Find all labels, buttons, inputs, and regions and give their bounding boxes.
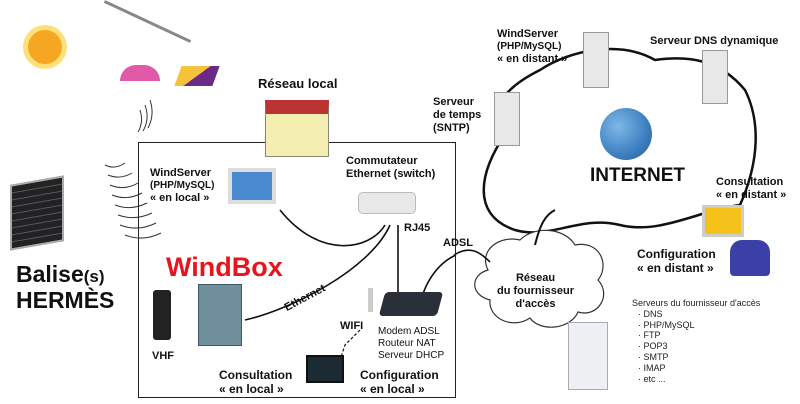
line: Consultation xyxy=(716,176,784,188)
line: « en local » xyxy=(150,192,210,205)
desktop-computer-icon xyxy=(702,205,744,237)
modem-label: Modem ADSL Routeur NAT Serveur DHCP xyxy=(378,326,444,362)
isp-cloud xyxy=(474,229,605,328)
wifi-label: WIFI xyxy=(340,320,364,332)
house-icon xyxy=(265,100,329,157)
windbox-device-icon xyxy=(198,284,242,346)
switch-icon xyxy=(358,192,416,214)
configuration-distant-label: Configuration « en distant » xyxy=(637,247,716,276)
line: Routeur NAT xyxy=(378,338,436,349)
laptop-local-server-icon xyxy=(228,168,276,204)
list-item: PHP/MySQL xyxy=(638,320,760,331)
wifi-antenna-icon xyxy=(368,288,373,312)
windbox-title: WindBox xyxy=(166,252,283,282)
line: WindServer xyxy=(150,167,212,179)
line: Serveur xyxy=(433,96,474,108)
laptop-local-icon xyxy=(306,355,344,383)
user-seated-icon xyxy=(730,240,770,276)
line: « en local » xyxy=(360,382,425,397)
line: Configuration xyxy=(360,368,439,382)
solar-panel-icon xyxy=(10,175,64,251)
line: de temps xyxy=(433,109,482,122)
list-item: etc ... xyxy=(638,374,760,385)
isp-server-icon xyxy=(568,322,608,390)
line: Serveur DHCP xyxy=(378,350,445,361)
configuration-local-label: Configuration « en local » xyxy=(360,368,439,397)
list-item: SMTP xyxy=(638,352,760,363)
windserver-local-label: WindServer (PHP/MySQL) « en local » xyxy=(150,167,214,205)
line: d'accès xyxy=(515,298,556,311)
paraglider-icon xyxy=(120,65,160,81)
switch-label: Commutateur Ethernet (switch) xyxy=(346,155,435,181)
line: du fournisseur xyxy=(497,285,575,298)
list-item: IMAP xyxy=(638,363,760,374)
internet-label: INTERNET xyxy=(590,165,685,186)
line: Consultation xyxy=(219,368,293,382)
balise-line2: HERMÈS xyxy=(16,286,115,313)
line: Ethernet (switch) xyxy=(346,168,436,181)
line: « en distant » xyxy=(637,261,714,276)
list-item: POP3 xyxy=(638,341,760,352)
line: WindServer xyxy=(497,28,559,40)
isp-servers-list: Serveurs du fournisseur d'accès DNS PHP/… xyxy=(632,298,760,384)
globe-icon xyxy=(600,108,652,160)
server-windserver-distant-icon xyxy=(583,32,609,88)
sntp-label: Serveur de temps (SNTP) xyxy=(433,96,481,136)
list-item: FTP xyxy=(638,330,760,341)
balise-suffix: (s) xyxy=(83,267,105,286)
server-sntp-icon xyxy=(494,92,520,146)
line: « en local » xyxy=(219,382,284,397)
line: Réseau xyxy=(515,272,556,284)
sun-icon xyxy=(28,30,62,64)
windserver-distant-label: WindServer (PHP/MySQL) « en distant » xyxy=(497,28,567,66)
rj45-label: RJ45 xyxy=(404,222,431,234)
line: (PHP/MySQL) xyxy=(497,41,562,53)
line: (PHP/MySQL) xyxy=(150,180,215,192)
balise-label: Balise(s)HERMÈS xyxy=(16,261,115,314)
dns-label: Serveur DNS dynamique xyxy=(650,35,779,47)
consultation-distant-label: Consultation « en distant » xyxy=(716,176,786,202)
line: « en distant » xyxy=(497,53,568,66)
internet-cloud xyxy=(482,47,757,234)
isp-servers-title: Serveurs du fournisseur d'accès xyxy=(632,298,761,308)
consultation-local-label: Consultation « en local » xyxy=(219,368,292,397)
radio-waves-icon xyxy=(104,99,162,239)
modem-icon xyxy=(378,292,444,316)
vhf-label: VHF xyxy=(152,350,174,362)
isp-cloud-label: Réseau du fournisseur d'accès xyxy=(497,272,574,312)
balise-main: Balise xyxy=(16,261,84,287)
line: Modem ADSL xyxy=(378,326,440,337)
list-item: DNS xyxy=(638,309,760,320)
hang-glider-icon xyxy=(174,66,220,86)
reseau-local-label: Réseau local xyxy=(258,76,338,91)
adsl-label: ADSL xyxy=(443,237,473,249)
line: Configuration xyxy=(637,247,716,261)
line: « en distant » xyxy=(716,189,787,202)
line: Commutateur xyxy=(346,155,418,167)
server-dns-icon xyxy=(702,50,728,104)
vhf-radio-icon xyxy=(153,290,171,340)
line: (SNTP) xyxy=(433,122,470,135)
